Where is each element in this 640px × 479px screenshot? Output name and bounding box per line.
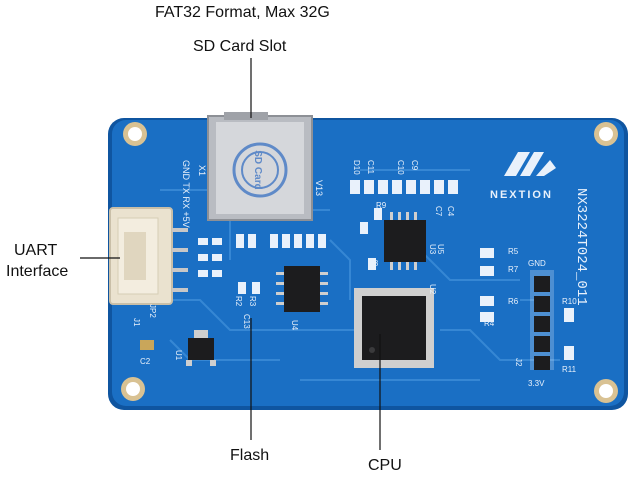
silk-d10: D10	[352, 160, 361, 175]
silk-3v3: 3.3V	[528, 379, 545, 388]
silk-r6: R6	[508, 297, 519, 306]
silk-c10: C10	[396, 160, 405, 175]
silk-r3: R3	[248, 296, 257, 307]
chip-u3	[384, 212, 426, 270]
mount-hole-top-left	[123, 122, 147, 146]
mount-hole-bottom-left	[121, 377, 145, 401]
silk-r8: R8	[368, 259, 379, 268]
silk-j1: J1	[132, 318, 141, 327]
silk-r2: R2	[234, 296, 243, 307]
silk-c4: C4	[446, 206, 455, 217]
uart-pin-labels: GND TX RX +5V	[181, 160, 191, 228]
uart-label-line2: Interface	[6, 263, 69, 280]
mount-hole-bottom-right	[594, 379, 618, 403]
silk-c9: C9	[410, 160, 419, 171]
silk-u1: U1	[174, 350, 183, 361]
silk-x1: X1	[197, 165, 207, 176]
sd-card-text: SD Card	[252, 150, 263, 189]
uart-label-line1: UART	[14, 242, 58, 259]
fpc-pads	[530, 270, 554, 370]
cpu-chip	[354, 288, 434, 368]
silk-u2: U2	[428, 284, 437, 295]
nextion-logo: NEXTION	[490, 152, 556, 201]
passive-components	[198, 180, 574, 360]
mount-hole-top-right	[594, 122, 618, 146]
callout-lines	[80, 58, 381, 450]
sd-slot-label: SD Card Slot	[193, 38, 287, 55]
brand-text: NEXTION	[490, 189, 553, 201]
silk-u5: U5	[436, 244, 445, 255]
silk-j2: J2	[514, 358, 523, 367]
uart-connector	[109, 207, 188, 305]
silk-jp2: JP2	[148, 304, 157, 318]
silk-r10: R10	[562, 297, 577, 306]
silk-r11: R11	[562, 365, 577, 374]
silk-c7: C7	[434, 206, 443, 217]
regulator-u1	[140, 330, 216, 366]
silk-c13: C13	[242, 314, 251, 329]
sd-card-slot: SD Card	[207, 112, 313, 221]
silk-r9: R9	[376, 201, 387, 210]
model-text: NX3224T024_011	[573, 188, 589, 306]
cpu-label: CPU	[368, 457, 402, 474]
flash-chip	[276, 266, 328, 312]
silk-gnd: GND	[528, 259, 546, 268]
silk-v13: V13	[314, 180, 324, 196]
silk-r5: R5	[508, 247, 519, 256]
sd-format-label: FAT32 Format, Max 32G	[155, 4, 330, 21]
silk-c2: C2	[140, 357, 151, 366]
flash-label: Flash	[230, 447, 270, 464]
silk-u4: U4	[290, 320, 299, 331]
silk-r7: R7	[508, 265, 519, 274]
silk-u3: U3	[428, 244, 437, 255]
silk-r4: R4	[484, 319, 495, 328]
silk-c11: C11	[366, 160, 375, 175]
